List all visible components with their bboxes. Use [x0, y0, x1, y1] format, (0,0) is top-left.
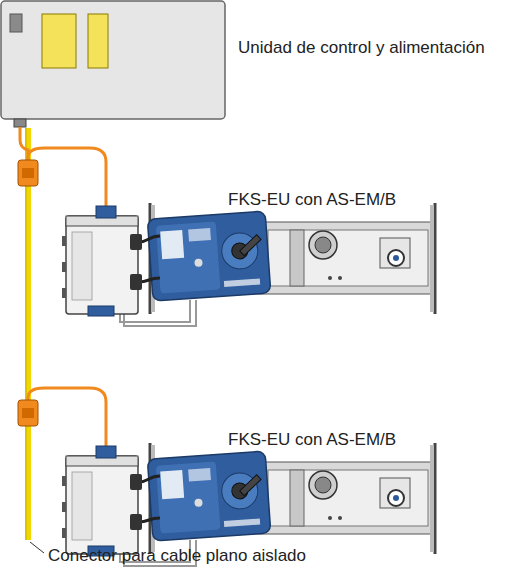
damper-label: FKS-EU con AS-EM/B — [228, 430, 396, 450]
unit-label: Unidad de control y alimentación — [238, 38, 485, 58]
damper-label: FKS-EU con AS-EM/B — [228, 190, 396, 210]
connector-label: Conector para cable plano aislado — [48, 546, 306, 566]
